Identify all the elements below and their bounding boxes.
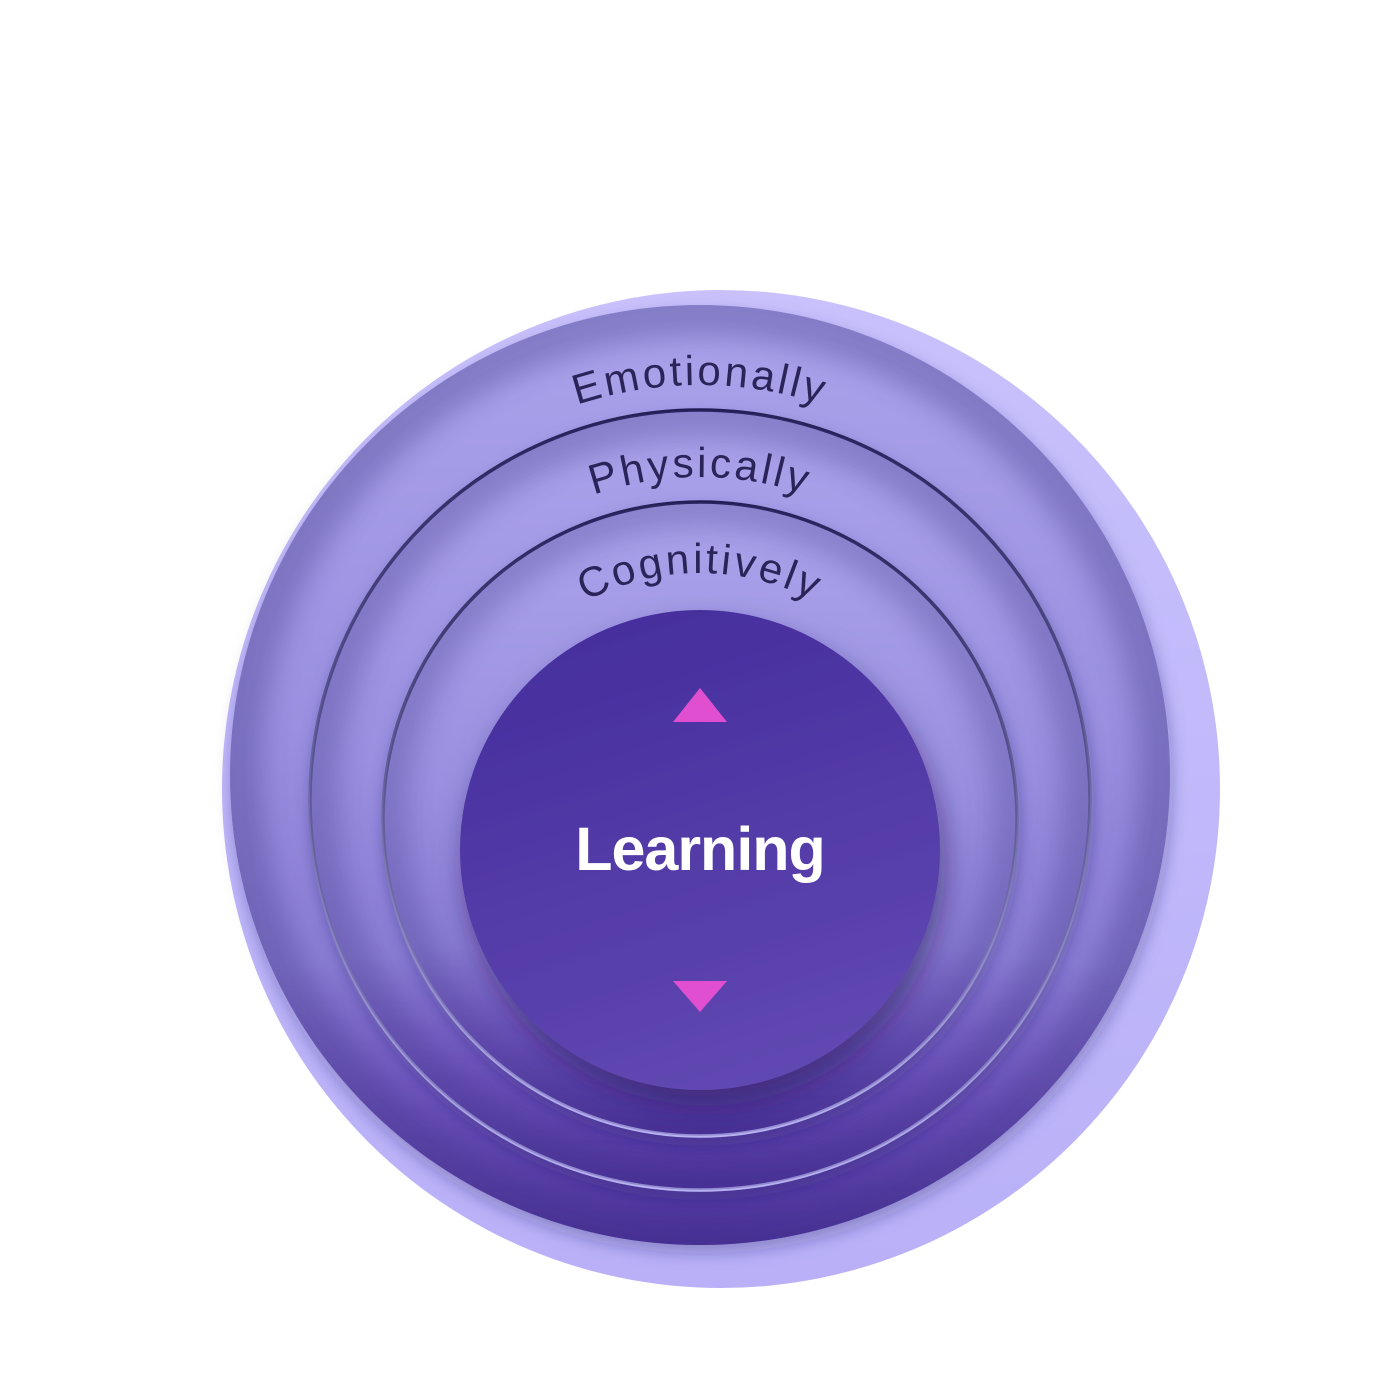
triangle-down-icon <box>673 981 727 1012</box>
triangle-up-icon <box>673 688 727 722</box>
learning-circle <box>460 610 940 1090</box>
center-label: Learning <box>575 815 825 883</box>
